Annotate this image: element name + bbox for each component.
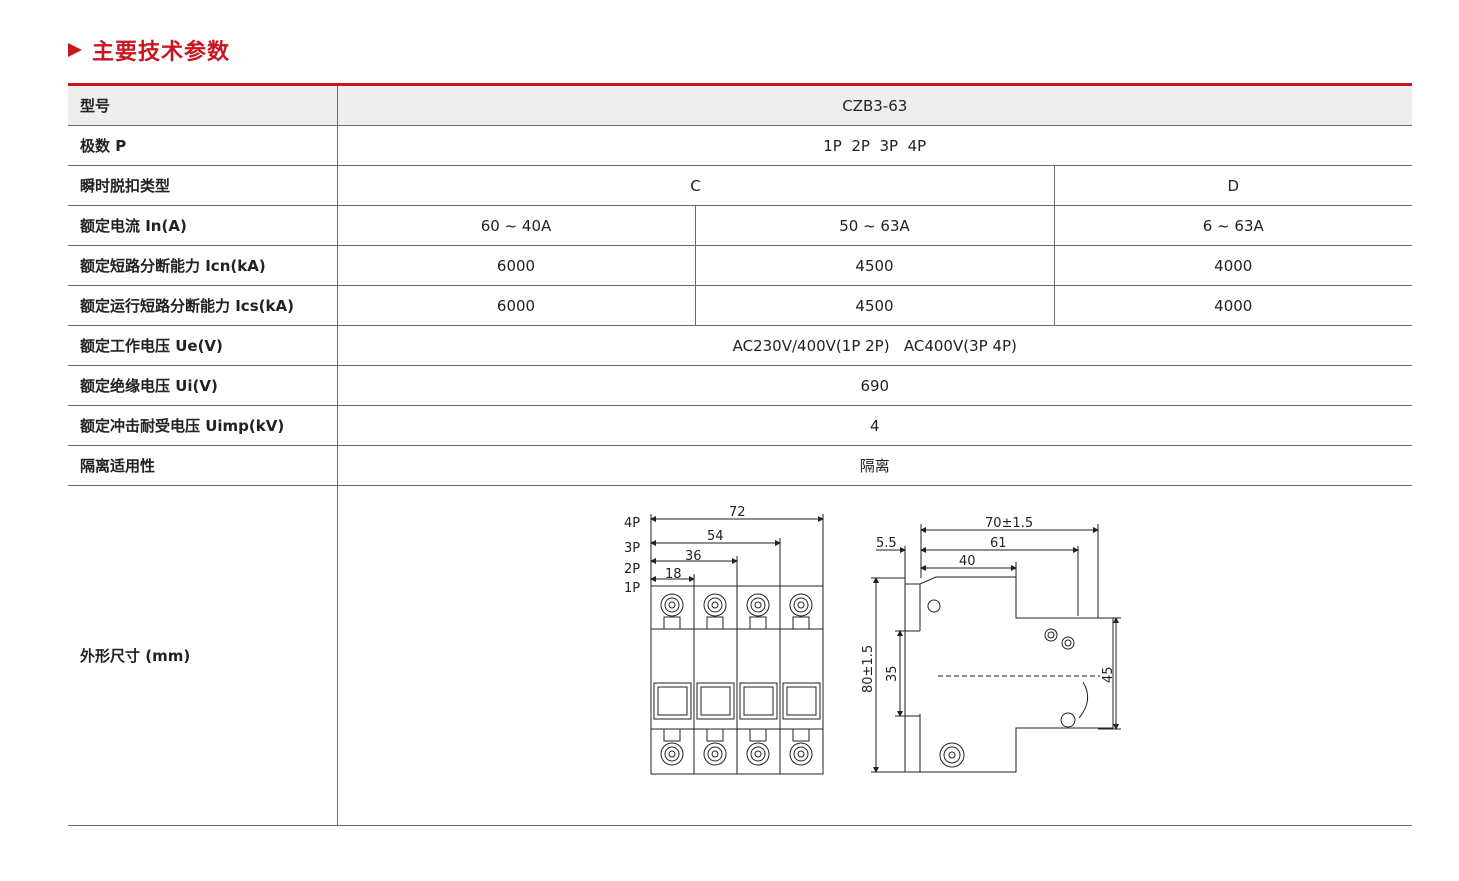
current-value-3: 6 ~ 63A (1054, 205, 1413, 246)
dimension-label: 45 (1101, 666, 1116, 683)
table-row-trip-type: 瞬时脱扣类型 C D (68, 165, 1413, 206)
terminal-screw-icon (660, 593, 683, 617)
section-title-text: 主要技术参数 (92, 40, 231, 65)
row-label: 额定绝缘电压 Ui(V) (68, 365, 338, 406)
row-label: 外形尺寸 (mm) (68, 485, 338, 826)
ics-value-2: 4500 (695, 285, 1055, 326)
row-label: 型号 (68, 86, 338, 126)
icn-value-3: 4000 (1054, 245, 1413, 286)
uimp-value: 4 (337, 405, 1413, 446)
triangle-bullet-icon (68, 43, 82, 57)
pole-label: 3P (624, 541, 640, 556)
table-row-model: 型号 CZB3-63 (68, 86, 1413, 126)
table-row-ue: 额定工作电压 Ue(V) AC230V/400V(1P 2P) AC400V(3… (68, 325, 1413, 366)
row-label: 极数 P (68, 125, 338, 166)
table-row-uimp: 额定冲击耐受电压 Uimp(kV) 4 (68, 405, 1413, 446)
width-label: 18 (665, 567, 682, 582)
section-title: 主要技术参数 (68, 34, 230, 66)
table-row-poles: 极数 P 1P 2P 3P 4P (68, 125, 1413, 166)
dimension-label: 61 (990, 536, 1007, 551)
table-row-isolation: 隔离适用性 隔离 (68, 445, 1413, 486)
spec-table: 型号 CZB3-63 极数 P 1P 2P 3P 4P 瞬时脱扣类型 C D 额… (68, 86, 1413, 826)
dimension-label: 70±1.5 (985, 516, 1033, 531)
width-label: 72 (729, 505, 746, 520)
pole-label: 4P (624, 516, 640, 531)
row-label: 额定运行短路分断能力 Ics(kA) (68, 285, 338, 326)
model-value: CZB3-63 (337, 86, 1413, 126)
ics-value-1: 6000 (337, 285, 696, 326)
dimension-label: 80±1.5 (861, 645, 876, 693)
title-rule (68, 83, 1412, 86)
table-row-ui: 额定绝缘电压 Ui(V) 690 (68, 365, 1413, 406)
table-row-ics: 额定运行短路分断能力 Ics(kA) 6000 4500 4000 (68, 285, 1413, 326)
ue-value: AC230V/400V(1P 2P) AC400V(3P 4P) (337, 325, 1413, 366)
icn-value-2: 4500 (695, 245, 1055, 286)
dimension-label: 5.5 (876, 536, 897, 551)
table-row-current: 额定电流 In(A) 60 ~ 40A 50 ~ 63A 6 ~ 63A (68, 205, 1413, 246)
row-label: 额定短路分断能力 Icn(kA) (68, 245, 338, 286)
ics-value-3: 4000 (1054, 285, 1413, 326)
icn-value-1: 6000 (337, 245, 696, 286)
pole-label: 2P (624, 562, 640, 577)
dimension-drawing: 4P 3P 2P 1P 72 54 36 18 (338, 486, 1413, 825)
poles-value: 1P 2P 3P 4P (337, 125, 1413, 166)
trip-d-value: D (1054, 165, 1413, 206)
dimension-label: 35 (885, 665, 900, 682)
current-value-1: 60 ~ 40A (337, 205, 696, 246)
row-label: 瞬时脱扣类型 (68, 165, 338, 206)
current-value-2: 50 ~ 63A (695, 205, 1055, 246)
row-label: 额定工作电压 Ue(V) (68, 325, 338, 366)
dimension-label: 40 (959, 554, 976, 569)
dimension-drawing-cell: 4P 3P 2P 1P 72 54 36 18 (337, 485, 1413, 826)
row-label: 额定电流 In(A) (68, 205, 338, 246)
ui-value: 690 (337, 365, 1413, 406)
isolation-value: 隔离 (337, 445, 1413, 486)
row-label: 额定冲击耐受电压 Uimp(kV) (68, 405, 338, 446)
width-label: 36 (685, 549, 702, 564)
trip-c-value: C (337, 165, 1055, 206)
table-row-dimensions: 外形尺寸 (mm) (68, 485, 1413, 826)
width-label: 54 (707, 529, 724, 544)
row-label: 隔离适用性 (68, 445, 338, 486)
breaker-dimension-svg: 4P 3P 2P 1P 72 54 36 18 (624, 505, 1121, 775)
pole-label: 1P (624, 581, 640, 596)
table-row-icn: 额定短路分断能力 Icn(kA) 6000 4500 4000 (68, 245, 1413, 286)
